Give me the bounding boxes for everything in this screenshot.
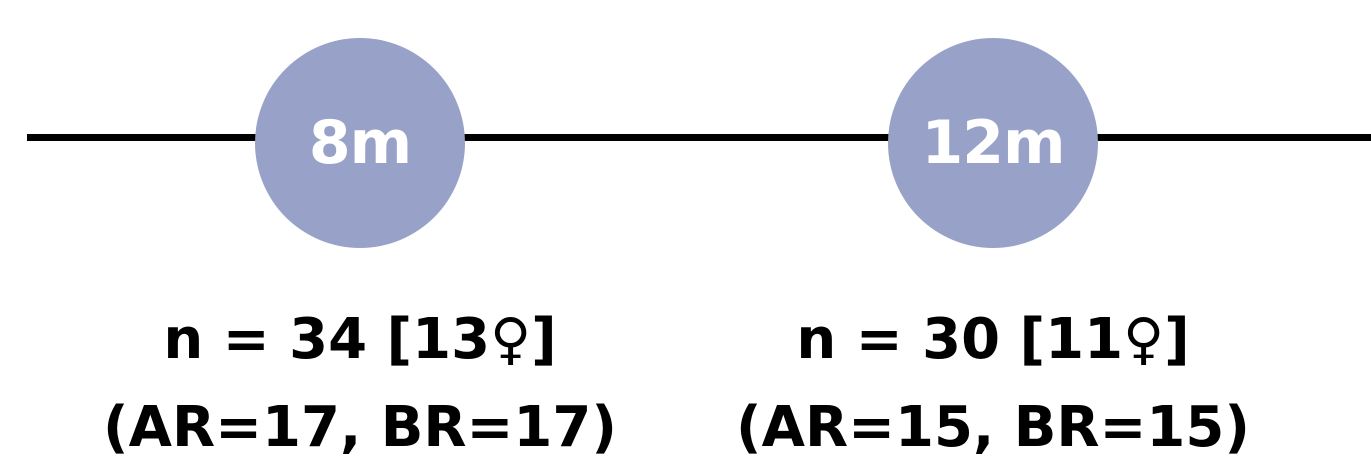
timepoint-label: 8m	[308, 108, 412, 178]
group-split-12m: (AR=15, BR=15)	[736, 395, 1250, 460]
timepoint-node-12m: 12m	[888, 38, 1098, 248]
timepoint-node-8m: 8m	[255, 38, 465, 248]
timeline-line	[27, 134, 1371, 141]
sample-size-12m: n = 30 [11♀]	[796, 307, 1190, 372]
timepoint-label: 12m	[921, 108, 1065, 178]
group-split-8m: (AR=17, BR=17)	[103, 395, 617, 460]
sample-size-8m: n = 34 [13♀]	[163, 307, 557, 372]
